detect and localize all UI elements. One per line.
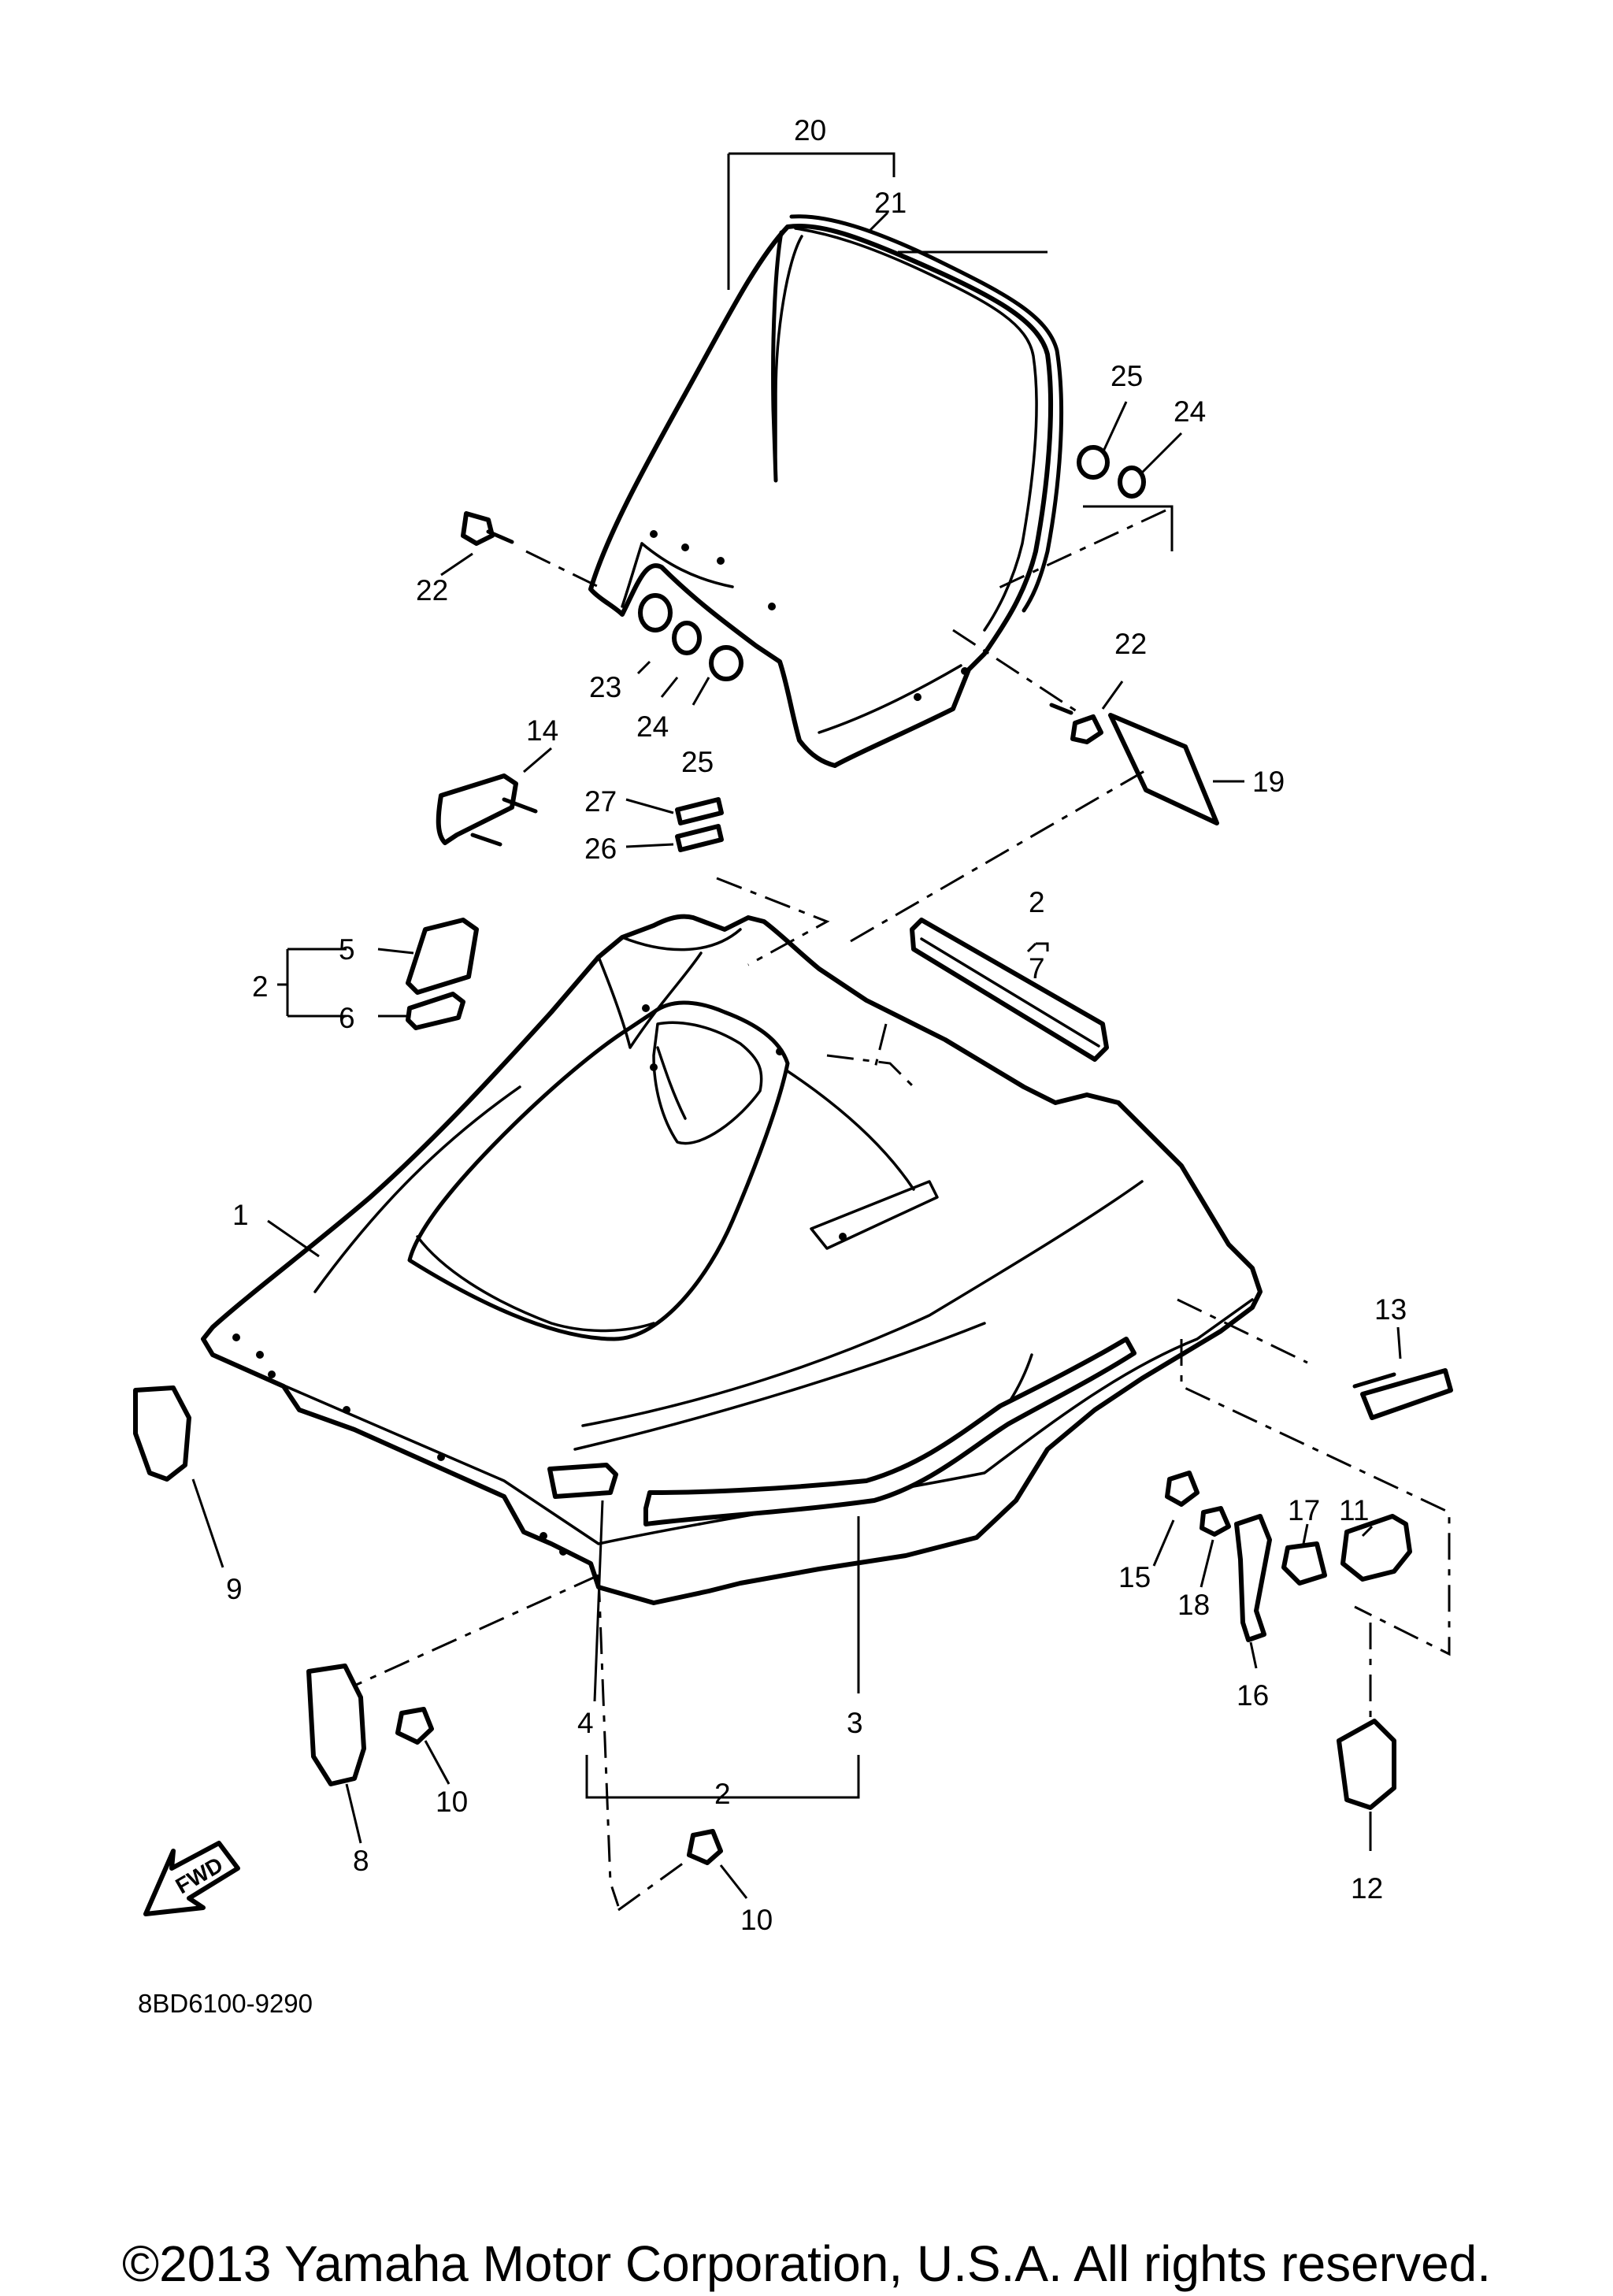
bolt-13 <box>1352 1368 1453 1420</box>
callout-15: 15 <box>1118 1561 1151 1593</box>
bush-15 <box>1165 1471 1200 1507</box>
callout-22-right: 22 <box>1114 628 1147 660</box>
callout-18: 18 <box>1177 1589 1210 1621</box>
callout-5: 5 <box>339 933 355 966</box>
hinge-9 <box>133 1385 191 1482</box>
decal-19 <box>1108 713 1219 825</box>
fwd-arrow-icon: FWD <box>143 1841 240 1916</box>
callout-25-left: 25 <box>681 746 714 778</box>
callout-labels: 20 21 25 24 22 23 24 25 22 14 19 27 26 2… <box>226 114 1407 1936</box>
foam-pad-6 <box>406 992 465 1030</box>
grommets-23-24-25 <box>461 445 1146 744</box>
callout-21: 21 <box>874 187 907 219</box>
windshield <box>588 214 1064 768</box>
spacers-10 <box>395 1707 723 1865</box>
callout-10-left: 10 <box>436 1786 468 1818</box>
leader-lines <box>191 152 1402 1899</box>
drawing-code: 8BD6100-9290 <box>138 1989 313 2018</box>
foam-pad-5 <box>406 918 479 995</box>
callout-17: 17 <box>1288 1494 1320 1526</box>
bracket-11 <box>1340 1514 1412 1582</box>
latch-12 <box>1337 1719 1396 1810</box>
arm-16 <box>1234 1514 1272 1642</box>
washer-18 <box>1200 1506 1231 1537</box>
callout-2-left: 2 <box>252 970 269 1003</box>
callout-4: 4 <box>577 1707 594 1739</box>
callout-26: 26 <box>584 833 617 865</box>
callout-22-left: 22 <box>416 574 448 606</box>
callout-20: 20 <box>794 114 826 147</box>
dash-dot-lines <box>354 509 1451 1912</box>
callout-8: 8 <box>353 1845 369 1877</box>
callout-9: 9 <box>226 1573 243 1605</box>
callout-24-right: 24 <box>1174 395 1206 428</box>
callout-3: 3 <box>847 1707 863 1739</box>
foam-pad-4 <box>547 1463 618 1499</box>
hinge-8 <box>306 1664 366 1786</box>
labels-26-27 <box>675 797 724 852</box>
callout-25-right: 25 <box>1111 360 1143 392</box>
callout-7: 7 <box>1029 952 1045 985</box>
callout-2-upper: 2 <box>1029 886 1045 918</box>
callout-10-lower: 10 <box>740 1904 773 1936</box>
callout-27: 27 <box>584 785 617 818</box>
callout-24-left: 24 <box>636 710 669 743</box>
callout-16: 16 <box>1237 1679 1269 1712</box>
callout-2-lower: 2 <box>714 1778 731 1810</box>
foam-strip-3 <box>643 1337 1137 1526</box>
callout-11: 11 <box>1339 1494 1369 1526</box>
callout-6: 6 <box>339 1002 355 1034</box>
callout-13: 13 <box>1374 1293 1407 1326</box>
copyright-notice: ©2013 Yamaha Motor Corporation, U.S.A. A… <box>121 2235 1492 2292</box>
callout-14: 14 <box>526 714 558 747</box>
bracket-14 <box>436 773 538 847</box>
callout-23: 23 <box>589 671 621 703</box>
callout-12: 12 <box>1351 1872 1383 1905</box>
collar-17 <box>1281 1541 1327 1586</box>
foam-strip-7 <box>910 918 1109 1062</box>
callout-19: 19 <box>1252 766 1285 798</box>
callout-1: 1 <box>232 1199 249 1231</box>
